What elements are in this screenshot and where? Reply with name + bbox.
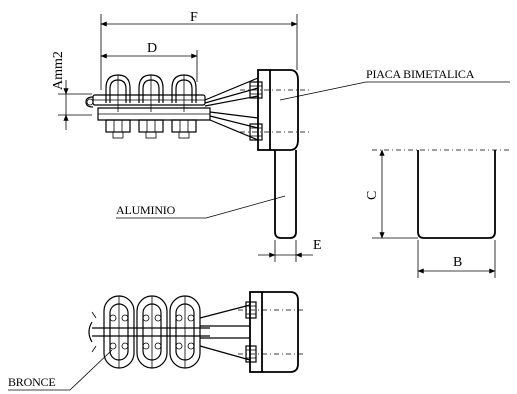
plan-loop-3: [169, 295, 201, 369]
u-bolt-3: [171, 74, 197, 112]
callout-aluminum-label: ALUMINIO: [116, 203, 176, 217]
callout-plate: PIACA BIMETALICA: [279, 67, 510, 101]
dimension-f-label: F: [190, 10, 198, 25]
dimension-d: D: [100, 41, 198, 82]
callout-aluminum: ALUMINIO: [116, 195, 286, 219]
aluminum-tab: [274, 150, 297, 239]
dimension-e: E: [258, 238, 322, 262]
callout-bronze: BRONCE: [8, 349, 113, 391]
clamp-side-view: [85, 74, 259, 141]
dimension-f: F: [100, 10, 298, 90]
dimension-c-label: C: [365, 191, 380, 200]
plan-loop-2: [136, 295, 168, 369]
dimension-d-label: D: [147, 41, 157, 56]
bimetallic-plate: [240, 69, 310, 151]
terminal-face-view: C B: [365, 149, 512, 278]
u-bolt-1: [105, 74, 131, 112]
u-bolt-2: [138, 74, 164, 112]
dimension-section-label: Amm2: [51, 51, 66, 90]
clamp-plan-view: [88, 291, 304, 373]
dimension-e-label: E: [313, 238, 322, 253]
dimension-section: Amm2: [51, 51, 92, 130]
plan-loop-1: [103, 295, 135, 369]
callout-plate-label: PIACA BIMETALICA: [366, 67, 475, 81]
nuts-row: [105, 119, 197, 139]
callout-bronze-label: BRONCE: [8, 375, 55, 389]
dimension-b-label: B: [453, 255, 462, 270]
